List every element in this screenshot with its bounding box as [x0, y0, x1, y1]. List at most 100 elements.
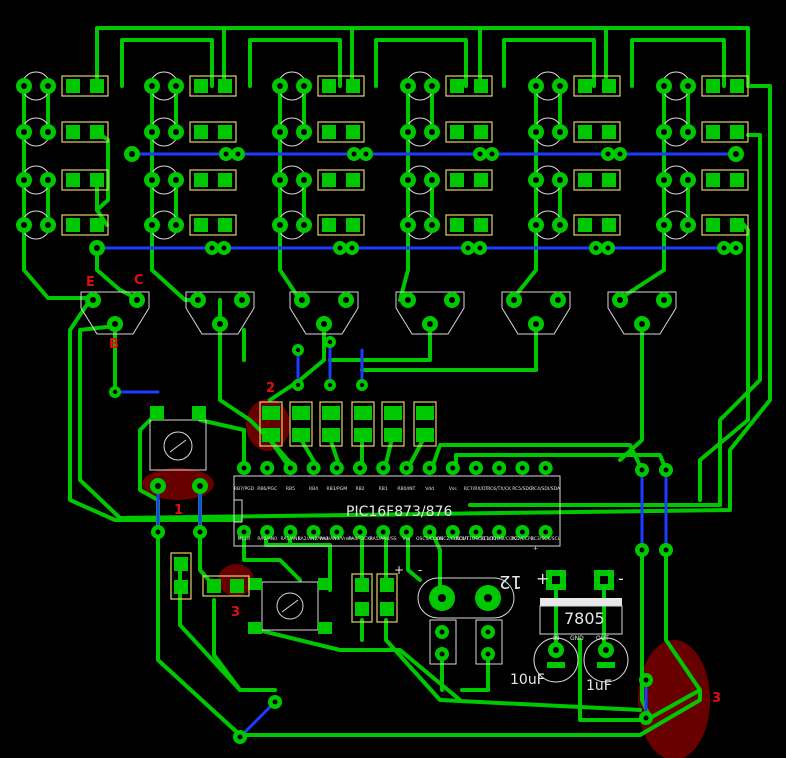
power-connector	[417, 577, 515, 665]
led-cell	[16, 71, 109, 101]
chip-pin-label: RC4/SDI/SDA	[531, 486, 561, 492]
chip-pin-label: RC6/TX/CK	[487, 486, 512, 492]
smd-pad	[346, 79, 360, 93]
smd-pad	[194, 125, 208, 139]
led-cell	[528, 117, 621, 147]
resistor-outline	[573, 75, 621, 97]
cap-plus-1: +	[533, 544, 538, 551]
smd-pad	[602, 218, 616, 232]
vin-label: IN	[553, 635, 559, 642]
minus-2: -	[618, 569, 624, 588]
smd-pad	[218, 79, 232, 93]
smd-pad	[66, 125, 80, 139]
led-cell	[144, 210, 237, 240]
transistor	[289, 291, 359, 335]
led-cell	[16, 210, 109, 240]
smd-pad	[730, 79, 744, 93]
resistor-outline	[61, 169, 109, 191]
resistor-outline	[317, 121, 365, 143]
resistor-outline	[61, 214, 109, 236]
resistor-outline	[189, 75, 237, 97]
smd-pad	[602, 173, 616, 187]
smd-pad	[346, 125, 360, 139]
chip-pin-label: RB5	[286, 486, 295, 492]
smd-pad	[218, 125, 232, 139]
transistor	[395, 291, 465, 335]
led-cell	[400, 165, 493, 195]
chip-pin-label: MCLR	[238, 536, 251, 542]
led-cell	[656, 71, 749, 101]
led-cell	[272, 117, 365, 147]
resistor-outline	[61, 121, 109, 143]
annotations: E C B 2 1 3 3 PIC16F873/876 7805 10uF 1u…	[86, 273, 721, 706]
out-label: OUT	[596, 635, 609, 642]
resistor-outline	[189, 169, 237, 191]
chip-name: PIC16F873/876	[346, 504, 452, 520]
chip-pin-label: RB3/PGM	[326, 486, 347, 492]
led-cell	[400, 210, 493, 240]
resistor-outline	[189, 214, 237, 236]
led-cell	[144, 71, 237, 101]
button-1	[149, 406, 208, 494]
label-b: B	[109, 337, 119, 352]
smd-pad	[450, 79, 464, 93]
led-cell	[144, 165, 237, 195]
regulator-label: 7805	[564, 609, 605, 628]
smd-pad	[346, 218, 360, 232]
resistor-outline	[445, 121, 493, 143]
plus-2: +	[536, 569, 549, 588]
chip-pin-label: OSC2/CLKOUT	[437, 536, 469, 542]
chip-pin-label: Vss	[449, 486, 457, 492]
smd-pad	[706, 173, 720, 187]
smd-pad	[474, 125, 488, 139]
led-cell	[656, 210, 749, 240]
smd-pad	[578, 173, 592, 187]
chip-pin-label: RB6/PGC	[257, 486, 277, 492]
resistor-outline	[317, 169, 365, 191]
smd-pad	[450, 125, 464, 139]
smd-pad	[194, 79, 208, 93]
chip-pin-label: RC7/RX/DT	[464, 486, 489, 492]
smd-pad	[578, 125, 592, 139]
smd-pad	[730, 173, 744, 187]
smd-pad	[730, 218, 744, 232]
gnd-label: GND	[570, 635, 584, 642]
resistor-outline	[445, 169, 493, 191]
label-c: C	[134, 273, 144, 288]
chip-pin-label: RB0/INT	[397, 486, 415, 492]
misc-pads	[89, 146, 744, 744]
chip-pin-label: RB4	[309, 486, 318, 492]
smd-pad	[706, 218, 720, 232]
resistor-outline	[445, 214, 493, 236]
transistor	[185, 291, 255, 335]
resistor-outline	[317, 75, 365, 97]
smd-pad	[90, 218, 104, 232]
led-cell	[400, 117, 493, 147]
led-cell	[528, 165, 621, 195]
smd-pad	[66, 173, 80, 187]
smd-pad	[322, 173, 336, 187]
smd-pad	[346, 173, 360, 187]
led-cell	[16, 165, 109, 195]
chip-pin-label: RB2	[355, 486, 364, 492]
resistor-outline	[701, 214, 749, 236]
resistor-outline	[573, 121, 621, 143]
resistor-outline	[61, 75, 109, 97]
cap1-label: 10uF	[510, 672, 545, 688]
label-2: 2	[266, 381, 275, 396]
transistor	[607, 291, 677, 335]
smd-pad	[90, 173, 104, 187]
chip-pin-label: RA2/AN2/Vref-	[298, 536, 330, 542]
smd-pad	[450, 218, 464, 232]
transistor	[501, 291, 571, 335]
transistor	[80, 291, 150, 335]
chip-pin-label: RC1/T1OSI/CCP2	[481, 536, 518, 542]
resistor-outline	[701, 121, 749, 143]
smd-pad	[194, 218, 208, 232]
smd-pad	[602, 125, 616, 139]
resistor-left	[170, 552, 250, 600]
resistor-outline	[573, 214, 621, 236]
v12-label: 12	[499, 571, 522, 592]
label-e: E	[86, 275, 95, 290]
